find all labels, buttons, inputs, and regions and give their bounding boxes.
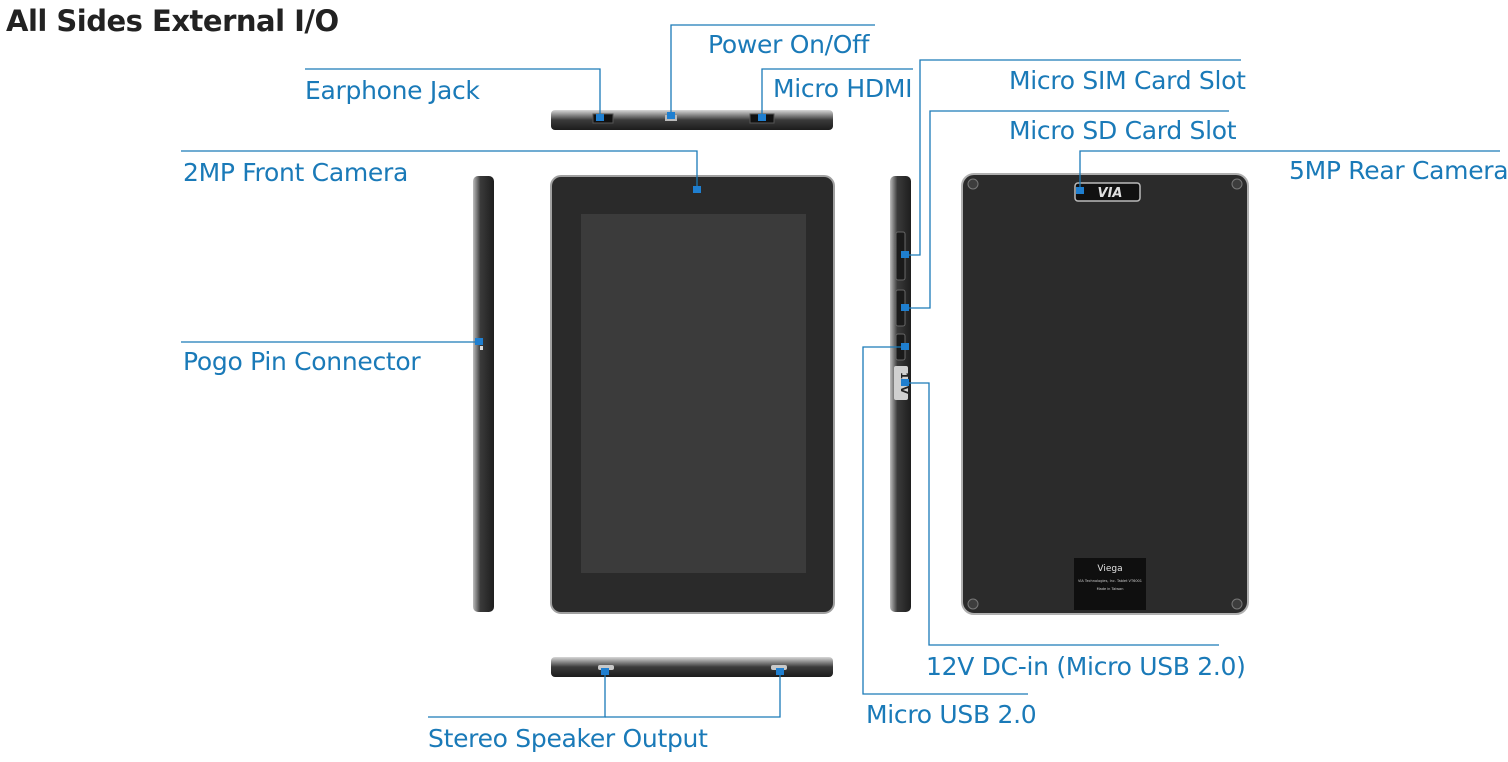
leader-speaker-right <box>605 672 781 718</box>
label-speaker: Stereo Speaker Output <box>428 724 708 753</box>
label-micro-sim: Micro SIM Card Slot <box>1009 66 1246 95</box>
page-title: All Sides External I/O <box>6 4 339 38</box>
leader-sd <box>905 110 1229 309</box>
back-label-line1: VIA Technologies, Inc. Tablet VT6001 <box>1078 579 1142 583</box>
leader-front-camera <box>181 150 698 190</box>
tablet-front <box>550 175 835 614</box>
label-dc-in: 12V DC-in (Micro USB 2.0) <box>926 652 1246 681</box>
tablet-bottom-edge <box>551 657 833 677</box>
tablet-rear: VIA Viega VIA Technologies, Inc. Tablet … <box>961 173 1249 615</box>
label-pogo-pin: Pogo Pin Connector <box>183 347 421 376</box>
brand-logo: VIA <box>1098 186 1123 201</box>
leader-hdmi <box>761 68 913 118</box>
label-earphone: Earphone Jack <box>305 76 480 105</box>
label-power: Power On/Off <box>708 30 870 59</box>
back-label-line2: Made in Taiwan <box>1097 587 1124 591</box>
leader-speaker-left <box>428 672 606 718</box>
leader-earphone <box>305 68 601 118</box>
callout-markers <box>475 112 1084 675</box>
leader-sim <box>905 59 1241 256</box>
label-micro-hdmi: Micro HDMI <box>773 74 913 103</box>
tablet-right-side: 12V <box>890 176 911 612</box>
label-front-camera: 2MP Front Camera <box>183 158 408 187</box>
label-micro-usb: Micro USB 2.0 <box>866 700 1037 729</box>
label-rear-camera: 5MP Rear Camera <box>1289 156 1508 185</box>
tablet-top-edge <box>551 110 833 130</box>
callout-lines <box>181 24 1500 718</box>
label-micro-sd: Micro SD Card Slot <box>1009 116 1237 145</box>
leader-power <box>670 24 875 115</box>
leader-rear-camera <box>1079 150 1500 191</box>
leader-dc-in <box>905 382 1219 646</box>
leader-micro-usb <box>862 346 1028 695</box>
back-label-name: Viega <box>1097 564 1122 574</box>
tablet-left-side <box>473 176 494 612</box>
